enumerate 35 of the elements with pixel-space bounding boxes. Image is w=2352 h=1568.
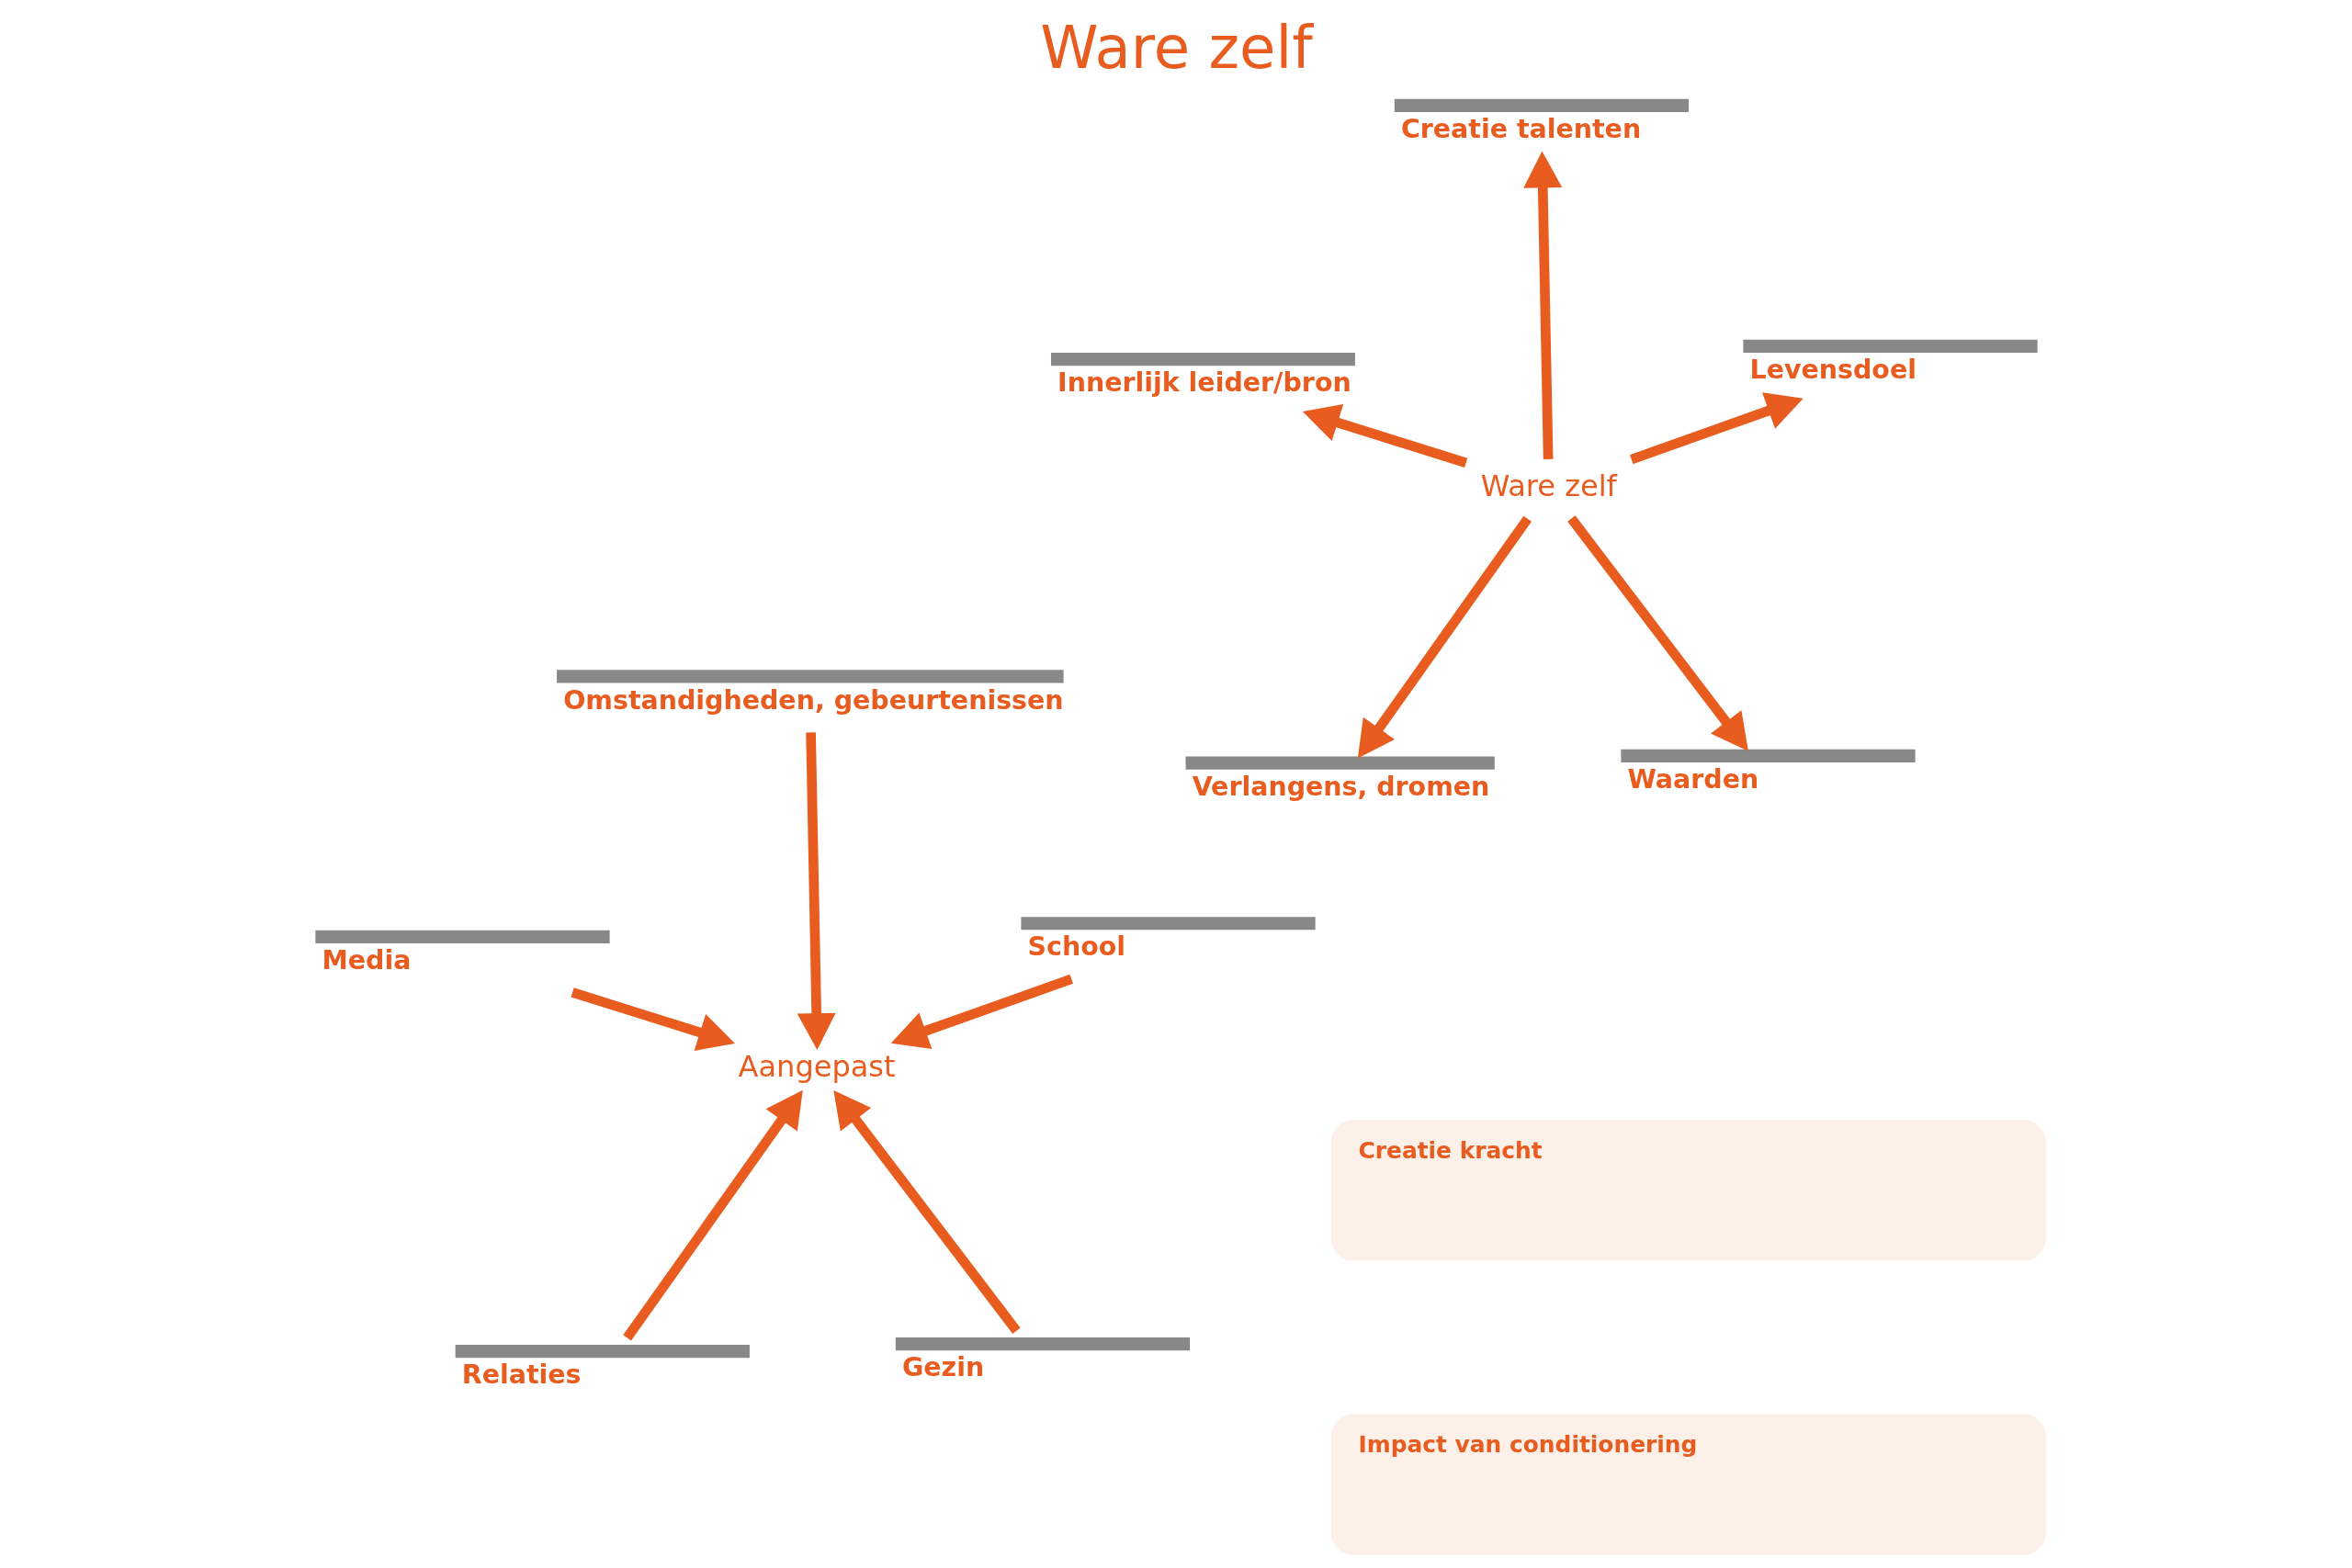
node-label: Creatie talenten: [1400, 114, 1641, 145]
node-label: Verlangens, dromen: [1192, 771, 1489, 802]
node-text: Aangepast: [738, 1048, 896, 1084]
arrow: [622, 1089, 803, 1341]
node-box: [895, 1337, 1190, 1351]
node-box: [1185, 756, 1495, 770]
arrow: [1302, 404, 1467, 468]
node-box: [314, 930, 610, 943]
arrow: [571, 987, 735, 1051]
node-text: Ware zelf: [1480, 468, 1617, 503]
node-label: Gezin: [901, 1352, 984, 1383]
node-box: [1020, 917, 1316, 931]
diagram-title: Ware zelf: [1039, 13, 1313, 82]
node-box: Impact van conditionering: [1330, 1414, 2046, 1555]
arrow: [1566, 515, 1748, 751]
arrow: [797, 732, 836, 1050]
node-label: Media: [321, 945, 411, 976]
node-label: Innerlijk leider/bron: [1057, 367, 1351, 399]
node-box: [556, 670, 1064, 683]
node-label: Levensdoel: [1749, 355, 1917, 386]
node-label: Relaties: [461, 1359, 582, 1391]
arrow: [890, 974, 1073, 1050]
node-box: [1050, 352, 1355, 367]
arrow: [1357, 515, 1532, 759]
node-box: [1394, 98, 1689, 112]
node-box: [1620, 749, 1916, 762]
node-label: Omstandigheden, gebeurtenissen: [562, 684, 1064, 716]
node-box: [455, 1345, 750, 1359]
node-box: Creatie kracht: [1330, 1120, 2046, 1261]
arrow: [1629, 392, 1804, 465]
arrow: [832, 1090, 1021, 1334]
node-box: [1742, 339, 2038, 353]
node-label: Waarden: [1626, 764, 1758, 795]
arrow: [1522, 151, 1562, 459]
node-label: School: [1027, 931, 1125, 963]
